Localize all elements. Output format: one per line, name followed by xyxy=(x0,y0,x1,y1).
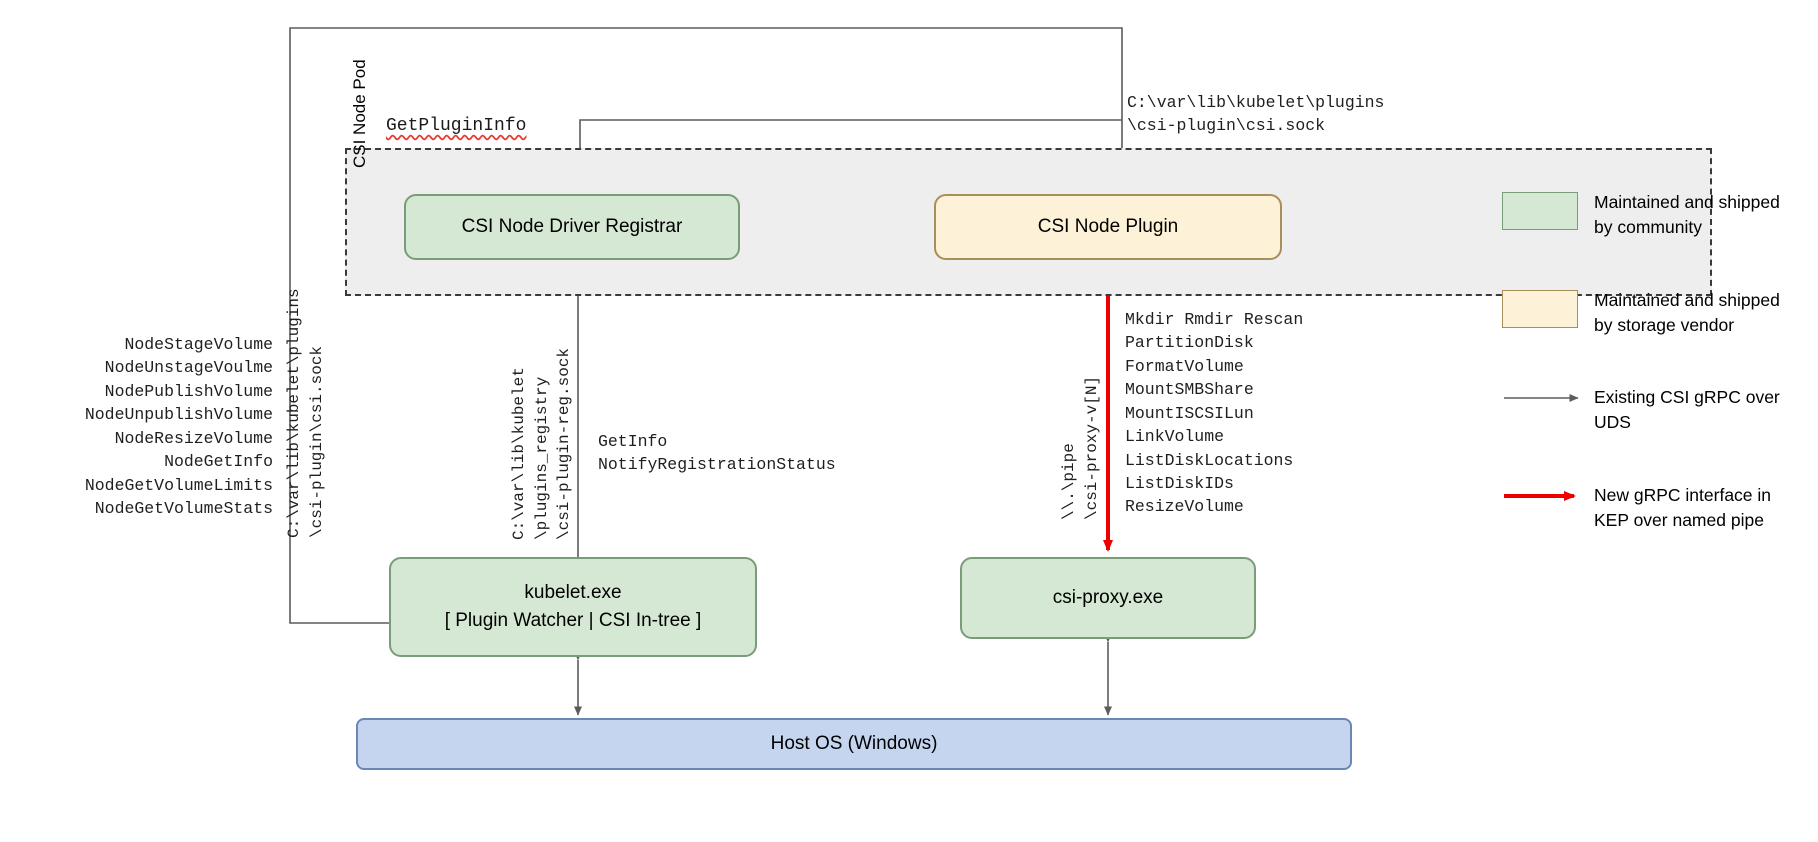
csi-node-driver-registrar-box[interactable]: CSI Node Driver Registrar xyxy=(404,194,740,260)
green-swatch-icon xyxy=(1502,192,1578,230)
csi-node-driver-registrar-label: CSI Node Driver Registrar xyxy=(461,216,683,238)
legend-label-vendor: Maintained and shipped by storage vendor xyxy=(1594,289,1780,335)
legend-key-vendor xyxy=(1502,288,1594,328)
yellow-swatch-icon xyxy=(1502,289,1578,328)
legend-item-new-grpc: New gRPC interface in KEP over named pip… xyxy=(1502,483,1802,533)
host-os-box[interactable]: Host OS (Windows) xyxy=(356,718,1352,770)
legend: Maintained and shipped by community Main… xyxy=(1502,190,1802,581)
host-os-label: Host OS (Windows) xyxy=(770,733,938,755)
gray-arrow-icon xyxy=(1504,394,1579,403)
csi-proxy-api-list-label: Mkdir Rmdir Rescan PartitionDisk FormatV… xyxy=(1125,310,1304,517)
csi-node-pod-label: CSI Node Pod xyxy=(350,59,369,168)
csi-proxy-exe-box[interactable]: csi-proxy.exe xyxy=(960,557,1256,639)
legend-key-new-grpc xyxy=(1502,483,1594,507)
legend-item-vendor: Maintained and shipped by storage vendor xyxy=(1502,288,1802,338)
legend-label-community: Maintained and shipped by community xyxy=(1594,192,1780,237)
registration-calls-label: GetInfo NotifyRegistrationStatus xyxy=(598,432,836,475)
legend-label-new-grpc: New gRPC interface in KEP over named pip… xyxy=(1594,485,1772,530)
csi-proxy-exe-label: csi-proxy.exe xyxy=(1052,587,1164,609)
csi-node-plugin-box[interactable]: CSI Node Plugin xyxy=(934,194,1282,260)
legend-item-existing-grpc: Existing CSI gRPC over UDS xyxy=(1502,385,1802,435)
red-arrow-icon xyxy=(1504,491,1576,502)
legend-key-existing-grpc xyxy=(1502,385,1594,409)
kubelet-exe-box[interactable]: kubelet.exe [ Plugin Watcher | CSI In-tr… xyxy=(389,557,757,657)
csi-node-plugin-label: CSI Node Plugin xyxy=(1037,216,1179,238)
left-socket-path-label: C:\var\lib\kubelet\plugins \csi-plugin\c… xyxy=(285,288,326,538)
kubelet-exe-sublabel: [ Plugin Watcher | CSI In-tree ] xyxy=(444,610,702,631)
kubelet-registry-path-label: C:\var\lib\kubelet \plugins_registry \cs… xyxy=(510,347,574,540)
legend-item-community: Maintained and shipped by community xyxy=(1502,190,1802,240)
legend-key-community xyxy=(1502,190,1594,230)
node-service-calls-label: NodeStageVolume NodeUnstageVoulme NodePu… xyxy=(84,335,273,518)
legend-label-existing-grpc: Existing CSI gRPC over UDS xyxy=(1594,387,1780,433)
get-plugin-info-label: GetPluginInfo xyxy=(386,116,527,136)
named-pipe-path-label: \\.\pipe \csi-proxy-v[N] xyxy=(1060,375,1101,520)
kubelet-exe-label: kubelet.exe xyxy=(524,582,622,604)
csi-plugin-socket-path-label: C:\var\lib\kubelet\plugins \csi-plugin\c… xyxy=(1127,93,1385,136)
